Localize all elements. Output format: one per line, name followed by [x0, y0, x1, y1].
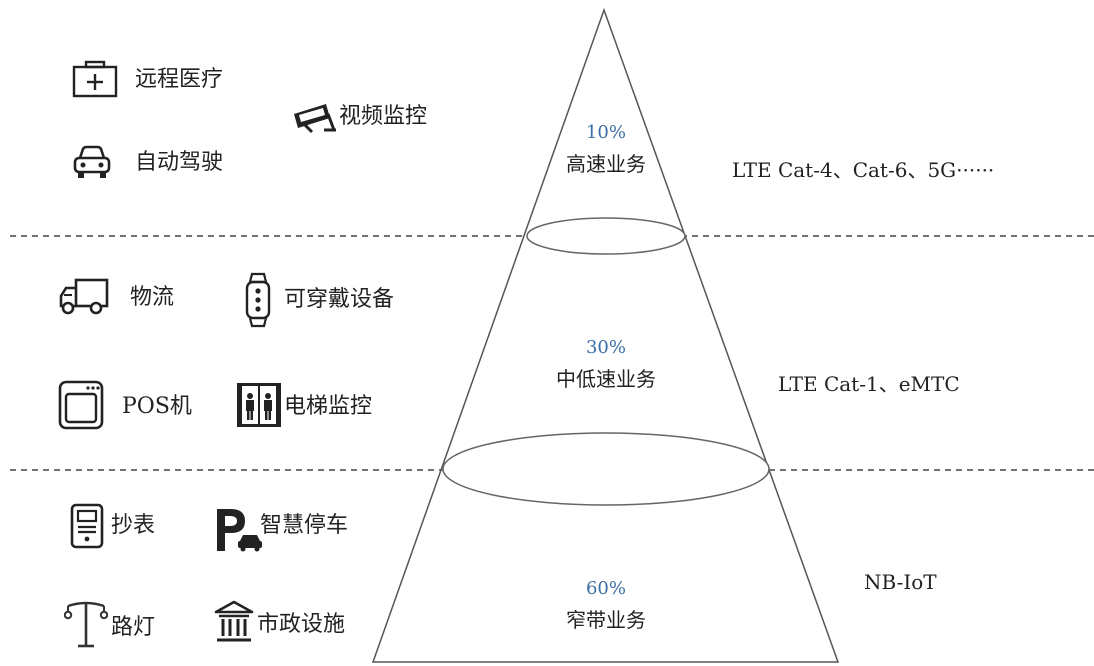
app-elevator-monitoring-label: 电梯监控: [284, 394, 373, 419]
tier-low-percent: 60%: [585, 578, 626, 599]
cctv-camera-icon: [290, 100, 338, 138]
app-video-surveillance-label: 视频监控: [339, 104, 428, 129]
meter-icon: [70, 503, 104, 553]
parking-icon: [213, 505, 265, 557]
pos-terminal-icon: [58, 380, 104, 434]
elevator-icon: [236, 382, 282, 432]
tier-high-name: 高速业务: [566, 152, 646, 176]
medical-kit-icon: [72, 60, 120, 102]
street-lamp-icon: [63, 600, 109, 654]
app-municipal-facilities-label: 市政设施: [257, 612, 346, 637]
pyramid-slice-bottom: [442, 432, 770, 506]
car-icon: [72, 144, 112, 184]
municipal-building-icon: [214, 600, 254, 650]
tier-high-percent: 10%: [585, 122, 626, 143]
pyramid-slice-top: [526, 217, 686, 255]
truck-icon: [58, 276, 110, 320]
tech-high-label: LTE Cat-4、Cat-6、5G······: [732, 158, 995, 182]
smartwatch-icon: [243, 272, 273, 332]
app-meter-reading-label: 抄表: [111, 513, 156, 538]
app-pos-label: POS机: [122, 394, 192, 419]
app-wearable-devices-label: 可穿戴设备: [284, 287, 395, 312]
app-autonomous-driving-label: 自动驾驶: [135, 150, 224, 175]
tier-mid-percent: 30%: [585, 337, 626, 358]
app-remote-medical-label: 远程医疗: [135, 67, 224, 92]
app-smart-parking-label: 智慧停车: [260, 513, 349, 538]
tech-mid-label: LTE Cat-1、eMTC: [778, 372, 960, 396]
pyramid-outline: [371, 7, 840, 663]
tier-low-name: 窄带业务: [566, 608, 646, 632]
app-street-lamp-label: 路灯: [111, 615, 156, 640]
tech-low-label: NB-IoT: [864, 570, 937, 594]
app-logistics-label: 物流: [130, 285, 175, 310]
tier-mid-name: 中低速业务: [556, 367, 656, 391]
